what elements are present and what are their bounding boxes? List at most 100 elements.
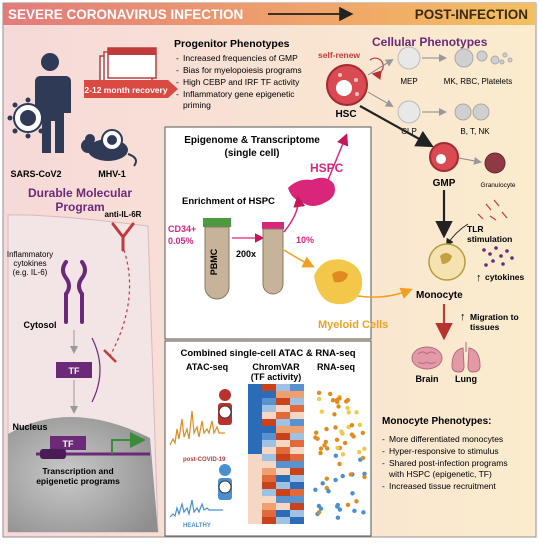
feedback-bracket	[91, 337, 101, 403]
banner-left-label: SEVERE CORONAVIRUS INFECTION	[8, 7, 243, 22]
heatmap-cell	[290, 475, 304, 482]
scatter-point	[314, 430, 319, 435]
atac-healthy-track	[169, 499, 223, 518]
heatmap-cell	[276, 398, 290, 405]
durable-program-title-line1: Durable Molecular	[28, 186, 132, 200]
myeloid-label: Myeloid Cells	[318, 319, 388, 331]
scatter-point	[325, 446, 330, 451]
heatmap-cell	[276, 510, 290, 517]
scatter-point	[332, 412, 337, 417]
scatter-point	[349, 432, 355, 437]
scatter-point	[361, 510, 366, 515]
cytokines-line3: (e.g. IL-6)	[13, 268, 48, 277]
scatter-point	[340, 473, 345, 479]
clp-progeny-label: B, T, NK	[460, 127, 490, 136]
heatmap-cell	[248, 503, 262, 510]
heatmap-cell	[248, 419, 262, 426]
transcription-line2: epigenetic programs	[36, 476, 120, 486]
svg-text:-: -	[176, 65, 179, 75]
progenitor-item: Inflammatory gene epigenetic	[183, 89, 295, 99]
nucleosome	[40, 449, 66, 459]
rnaseq-label: RNA-seq	[317, 362, 355, 372]
pbmc-tube	[204, 226, 230, 300]
heatmap-cell	[248, 433, 262, 440]
progenitor-item: Bias for myelopoiesis programs	[183, 65, 302, 75]
lung-icon	[451, 342, 481, 373]
scatter-point	[324, 426, 329, 432]
antibody-icon	[111, 222, 135, 252]
monocyte-phenotype-item: More differentiated monocytes	[389, 434, 503, 444]
gmp-label: GMP	[433, 178, 456, 189]
myeloid-to-monocyte-arrow	[357, 287, 413, 299]
scatter-point	[318, 506, 324, 511]
mep-cell-icon	[397, 46, 421, 70]
progenitor-item: High CEBP and IRF TF activity	[183, 77, 300, 87]
heatmap-cell	[248, 384, 262, 391]
heatmap-cell	[262, 440, 276, 447]
heatmap-cell	[248, 440, 262, 447]
svg-text:-: -	[382, 446, 385, 456]
hspc-label: HSPC	[310, 161, 344, 175]
rnaseq-scatter	[313, 390, 367, 520]
heatmap-cell	[276, 419, 290, 426]
nucleus-label: Nucleus	[12, 422, 47, 432]
hsc-label: HSC	[335, 109, 356, 120]
heatmap-cell	[248, 510, 262, 517]
heatmap-cell	[262, 496, 276, 503]
heatmap-cell	[290, 468, 304, 475]
scatter-point	[335, 445, 340, 451]
gmp-cell-icon	[429, 142, 459, 172]
svg-text:-: -	[382, 481, 385, 491]
heatmap-cell	[248, 482, 262, 489]
scatter-point	[342, 440, 348, 446]
migration-up-arrow: ↑	[460, 311, 466, 323]
heatmap-cell	[290, 391, 304, 398]
monocyte-label: Monocyte	[416, 290, 463, 301]
recovery-badge	[84, 80, 168, 98]
myeloid-cell-icon	[314, 259, 363, 305]
heatmap-cell	[262, 517, 276, 524]
mep-label: MEP	[400, 77, 417, 86]
hsc-to-gmp-arrow	[359, 105, 434, 148]
sars-cov2-label: SARS-CoV2	[10, 169, 61, 179]
mhv1-label: MHV-1	[98, 169, 126, 179]
heatmap-cell	[290, 517, 304, 524]
scatter-point	[318, 450, 323, 456]
heatmap-cell	[262, 454, 276, 461]
scatter-point	[352, 508, 357, 513]
person-icon-top	[218, 389, 232, 425]
heatmap-cell	[262, 461, 276, 468]
atac-post-covid-track	[169, 410, 225, 446]
heatmap-cell	[276, 468, 290, 475]
heatmap-cell	[290, 405, 304, 412]
scatter-point	[357, 449, 362, 455]
heatmap-cell	[248, 489, 262, 496]
scatter-point	[320, 481, 325, 486]
heatmap-cell	[262, 468, 276, 475]
tube-to-hspc-arrow	[283, 195, 306, 233]
heatmap-cell	[262, 419, 276, 426]
scatter-point	[354, 410, 359, 415]
progenitor-item: Increased frequencies of GMP	[183, 53, 298, 63]
transcription-line1: Transcription and	[42, 466, 113, 476]
pbmc-label: PBMC	[209, 248, 219, 275]
progenitor-item: priming	[183, 100, 211, 110]
tlr-ligands-icon	[477, 199, 508, 221]
tf-nucleus-box	[50, 436, 86, 450]
migration-line2: tissues	[470, 322, 500, 332]
scatter-point	[334, 437, 340, 442]
tlr-arrow	[445, 223, 469, 247]
scatter-point	[357, 422, 362, 428]
cytosol-label: Cytosol	[23, 320, 56, 330]
svg-text:-: -	[176, 89, 179, 99]
self-renew-arrow	[369, 57, 384, 80]
atac-label: ATAC-seq	[186, 362, 228, 372]
heatmap-cell	[248, 398, 262, 405]
heatmap-cell	[290, 440, 304, 447]
heatmap-cell	[262, 412, 276, 419]
gmp-to-granulocyte-arrow	[458, 156, 482, 165]
scatter-point	[348, 472, 353, 477]
hsc-cell-icon	[326, 64, 368, 106]
heatmap-cell	[262, 482, 276, 489]
